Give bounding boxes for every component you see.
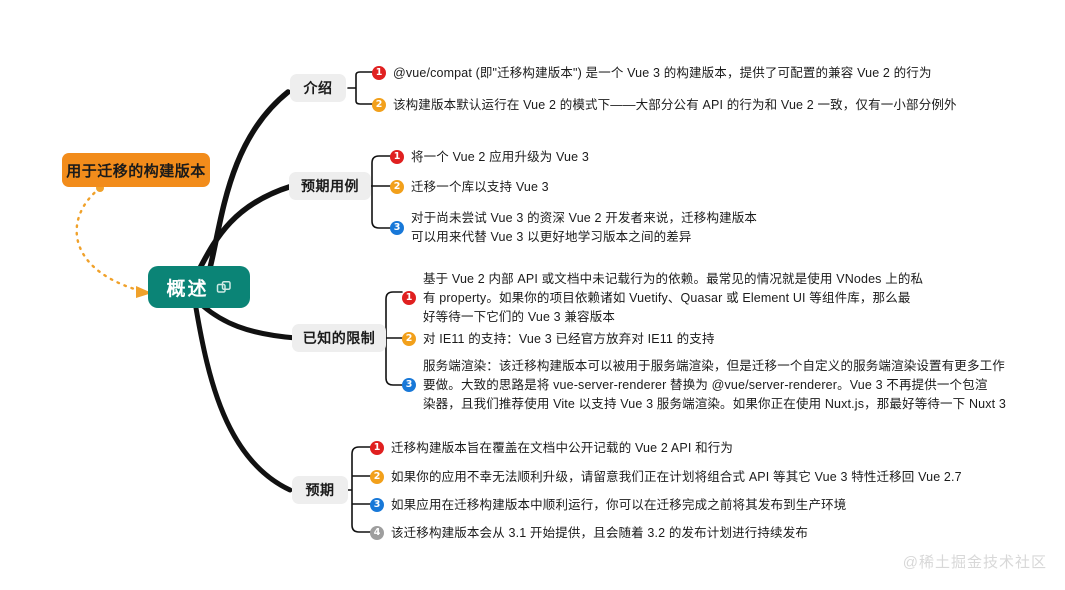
leaf-text: 迁移构建版本旨在覆盖在文档中公开记载的 Vue 2 API 和行为 [391, 441, 734, 455]
leaf-item[interactable]: 1 将一个 Vue 2 应用升级为 Vue 3 [390, 148, 589, 167]
center-node-label: 概述 [166, 278, 209, 300]
leaf-item[interactable]: 2 迁移一个库以支持 Vue 3 [390, 178, 549, 197]
leaf-item[interactable]: 2 该构建版本默认运行在 Vue 2 的模式下——大部分公有 API 的行为和 … [372, 96, 957, 115]
center-node[interactable]: 概述 [148, 266, 250, 308]
branch-node-limitations[interactable]: 已知的限制 [292, 324, 386, 352]
leaf-text: 如果你的应用不幸无法顺利升级，请留意我们正在计划将组合式 API 等其它 Vue… [391, 470, 962, 484]
branch-node-intro[interactable]: 介绍 [290, 74, 346, 102]
leaf-item[interactable]: 3 对于尚未尝试 Vue 3 的资深 Vue 2 开发者来说，迁移构建版本 可以… [390, 209, 757, 247]
leaf-badge: 1 [372, 66, 386, 80]
leaf-badge: 3 [370, 498, 384, 512]
link-icon [216, 280, 232, 296]
leaf-item[interactable]: 3 如果应用在迁移构建版本中顺利运行，你可以在迁移完成之前将其发布到生产环境 [370, 496, 846, 515]
leaf-badge: 1 [390, 150, 404, 164]
trunk-to-intro [207, 89, 291, 271]
leaf-text: 迁移一个库以支持 Vue 3 [411, 180, 549, 194]
leaf-badge: 1 [402, 291, 416, 305]
leaf-text: 如果应用在迁移构建版本中顺利运行，你可以在迁移完成之前将其发布到生产环境 [391, 498, 847, 512]
leaf-item[interactable]: 3 服务端渲染：该迁移构建版本可以被用于服务端渲染，但是迁移一个自定义的服务端渲… [402, 357, 1006, 414]
trunk-to-expectations [193, 305, 293, 493]
leaf-text: @vue/compat (即"迁移构建版本") 是一个 Vue 3 的构建版本，… [393, 66, 932, 80]
branch-label-intro: 介绍 [303, 80, 333, 96]
leaf-text: 服务端渲染：该迁移构建版本可以被用于服务端渲染，但是迁移一个自定义的服务端渲染设… [423, 359, 1006, 411]
leaf-text: 该构建版本默认运行在 Vue 2 的模式下——大部分公有 API 的行为和 Vu… [393, 98, 957, 112]
branch-node-expectations[interactable]: 预期 [292, 476, 348, 504]
leaf-item[interactable]: 1 @vue/compat (即"迁移构建版本") 是一个 Vue 3 的构建版… [372, 64, 932, 83]
leaf-item[interactable]: 4 该迁移构建版本会从 3.1 开始提供，且会随着 3.2 的发布计划进行持续发… [370, 524, 808, 543]
leaf-text: 对于尚未尝试 Vue 3 的资深 Vue 2 开发者来说，迁移构建版本 可以用来… [411, 211, 758, 244]
leaf-item[interactable]: 1 基于 Vue 2 内部 API 或文档中未记载行为的依赖。最常见的情况就是使… [402, 270, 923, 327]
relation-arrow-line [75, 186, 147, 294]
leaf-item[interactable]: 2 如果你的应用不幸无法顺利升级，请留意我们正在计划将组合式 API 等其它 V… [370, 468, 962, 487]
branch-node-use-cases[interactable]: 预期用例 [289, 172, 371, 200]
leaf-badge: 2 [370, 470, 384, 484]
leaf-item[interactable]: 2 对 IE11 的支持：Vue 3 已经官方放弃对 IE11 的支持 [402, 330, 715, 349]
root-node-label: 用于迁移的构建版本 [66, 162, 206, 180]
leaf-item[interactable]: 1 迁移构建版本旨在覆盖在文档中公开记载的 Vue 2 API 和行为 [370, 439, 733, 458]
watermark: @稀土掘金技术社区 [902, 554, 1047, 571]
leaf-badge: 2 [390, 180, 404, 194]
leaf-text: 对 IE11 的支持：Vue 3 已经官方放弃对 IE11 的支持 [423, 332, 715, 346]
leaf-badge: 2 [372, 98, 386, 112]
branch-label-use-cases: 预期用例 [301, 178, 359, 194]
leaf-badge: 3 [402, 378, 416, 392]
leaf-text: 该迁移构建版本会从 3.1 开始提供，且会随着 3.2 的发布计划进行持续发布 [391, 526, 808, 540]
leaf-badge: 2 [402, 332, 416, 346]
leaf-text: 将一个 Vue 2 应用升级为 Vue 3 [411, 150, 589, 164]
branch-label-limitations: 已知的限制 [302, 330, 376, 346]
leaf-badge: 1 [370, 441, 384, 455]
root-node[interactable]: 用于迁移的构建版本 [62, 153, 210, 187]
leaf-text: 基于 Vue 2 内部 API 或文档中未记载行为的依赖。最常见的情况就是使用 … [423, 272, 924, 324]
leaf-badge: 4 [370, 526, 384, 540]
trunk-to-limitations [200, 303, 299, 341]
bracket-intro [347, 71, 373, 105]
branch-label-expectations: 预期 [305, 482, 335, 498]
trunk-to-use-cases [197, 183, 295, 271]
leaf-badge: 3 [390, 221, 404, 235]
